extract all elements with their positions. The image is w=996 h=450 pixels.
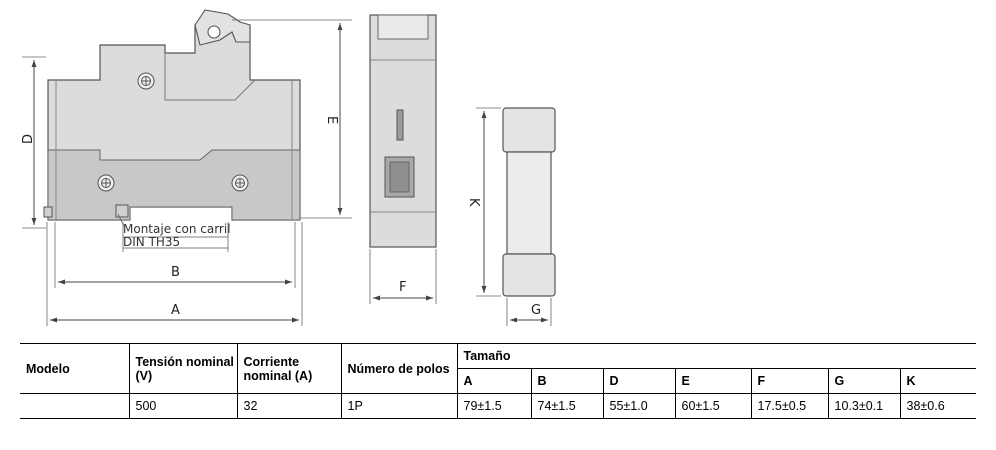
fuse-cap-top [502,107,556,153]
din-clip-left [43,206,53,218]
dimension-a: A [46,222,303,326]
dimension-b: B [54,222,296,288]
mounting-note-line1: Montaje con carril [123,222,231,236]
dimension-e: E [232,19,352,219]
header-size-k: K [899,368,977,394]
dim-d-label: D [21,134,36,144]
dimension-d: D [21,56,46,229]
header-polos: Número de polos [340,343,457,394]
cell-size-g: 10.3±0.1 [827,393,900,419]
dim-k-label: K [466,198,481,207]
dimension-f: F [369,249,437,304]
header-size-a: A [456,368,531,394]
dim-g-label: G [531,303,541,318]
header-tamano: Tamaño [456,343,977,369]
dim-b-label: B [171,265,180,280]
dim-e-label: E [324,116,339,124]
cell-polos: 1P [340,393,457,419]
cell-size-d: 55±1.0 [602,393,675,419]
dimension-g: G [506,298,552,326]
spec-table: Modelo Tensión nominal (V) Corriente nom… [20,343,977,419]
side-view: F [369,14,437,304]
header-corriente: Corriente nominal (A) [236,343,341,394]
fuse-cap-bottom [502,253,556,297]
header-size-f: F [750,368,828,394]
cell-size-k: 38±0.6 [899,393,977,419]
lever-pivot [207,25,221,39]
lever-handle [194,9,251,46]
dim-f-label: F [399,280,406,295]
mounting-note-line2: DIN TH35 [123,235,180,249]
cell-tension: 500 [128,393,237,419]
technical-drawing: Montaje con carril DIN TH35 D E B [21,9,556,326]
cell-modelo [20,393,129,419]
dimension-k: K [466,107,501,297]
screw-left [97,174,115,192]
header-size-b: B [530,368,603,394]
cell-corriente: 32 [236,393,341,419]
front-view: Montaje con carril DIN TH35 D E B [21,9,352,326]
cell-size-f: 17.5±0.5 [750,393,828,419]
screw-top [137,72,155,90]
din-clip-mid [115,204,129,218]
table-row: 500 32 1P 79±1.5 74±1.5 55±1.0 60±1.5 17… [20,393,977,419]
header-size-g: G [827,368,900,394]
header-tension: Tensión nominal (V) [128,343,237,394]
header-size-e: E [674,368,751,394]
header-size-d: D [602,368,675,394]
header-modelo: Modelo [20,343,129,394]
cell-size-b: 74±1.5 [530,393,603,419]
side-slot [396,109,404,141]
dim-a-label: A [171,303,180,318]
fuse-body [506,151,552,255]
holder-lower-panel [47,149,301,221]
fuse-view: K G [466,107,556,326]
screw-right [231,174,249,192]
holder-step-line [164,53,256,101]
cell-size-a: 79±1.5 [456,393,531,419]
side-top-cap [377,14,429,40]
cell-size-e: 60±1.5 [674,393,751,419]
